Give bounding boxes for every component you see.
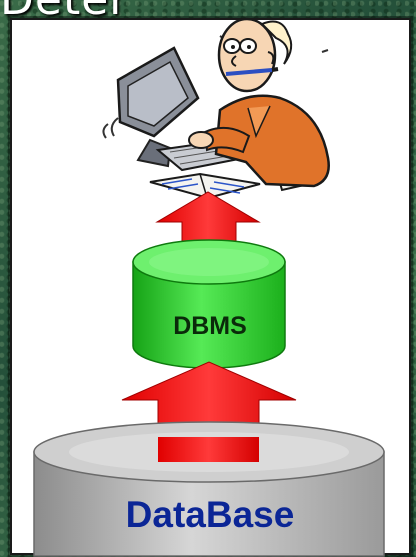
dbms-cylinder [132, 239, 286, 369]
database-label: DataBase [125, 494, 295, 535]
dbms-label: DBMS [173, 312, 247, 340]
slide-title-fragment: Deter [0, 0, 170, 18]
user-at-computer-icon [102, 17, 330, 200]
database-cylinder [33, 421, 385, 557]
